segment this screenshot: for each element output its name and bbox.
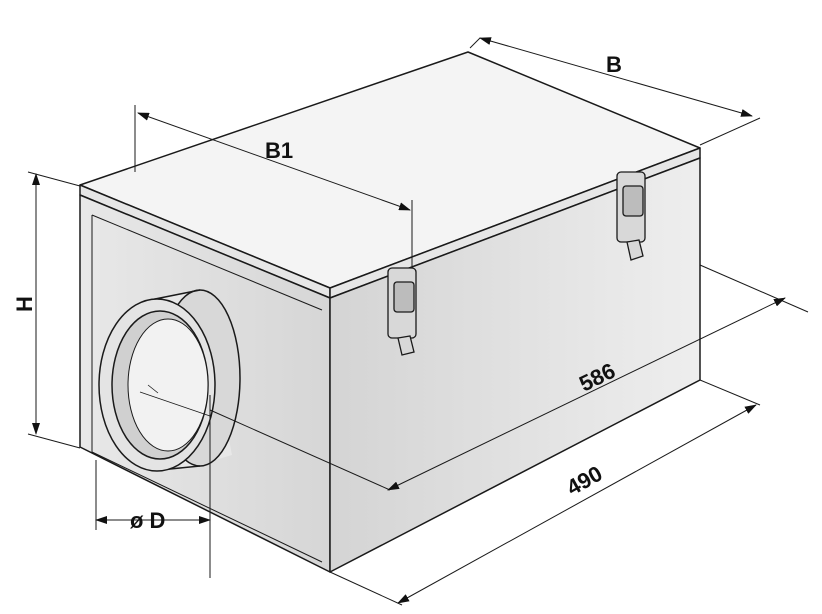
- ext-b-2: [699, 117, 761, 146]
- round-spigot: [98, 289, 241, 472]
- front-inner-top: [91, 214, 323, 311]
- label-490: 490: [562, 461, 606, 501]
- ext-h-2: [27, 433, 81, 449]
- dim-line-b1: [137, 112, 411, 211]
- label-h: H: [12, 296, 37, 312]
- label-b: B: [606, 52, 622, 77]
- dim-line-490: [397, 404, 757, 604]
- dim-line-b: [479, 37, 753, 117]
- front-inner-frame: [91, 215, 323, 563]
- ext-586: [699, 264, 809, 313]
- label-b1: B1: [265, 138, 293, 163]
- ext-586-front: [209, 409, 391, 491]
- latch-back: [616, 171, 646, 261]
- ext-490-2: [329, 571, 403, 606]
- ext-490-1: [699, 379, 761, 406]
- label-d: ø D: [130, 508, 165, 533]
- ext-b-1: [469, 37, 481, 49]
